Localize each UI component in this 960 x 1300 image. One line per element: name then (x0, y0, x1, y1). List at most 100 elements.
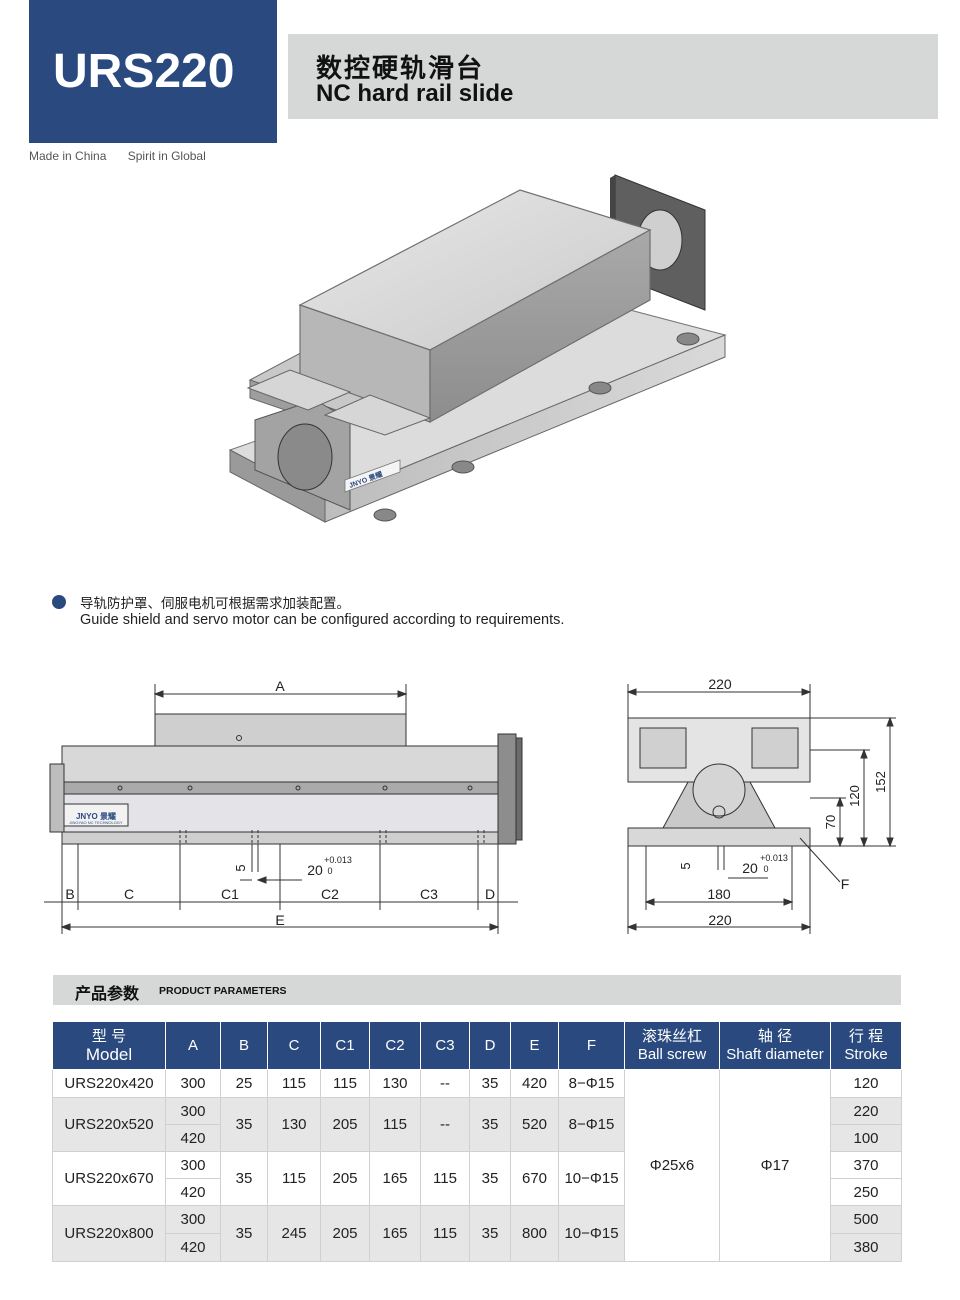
cell-b: 35 (220, 1205, 268, 1262)
cell-model: URS220x420 (52, 1069, 166, 1098)
cell-model: URS220x670 (52, 1151, 166, 1206)
cell-c3: -- (420, 1097, 470, 1152)
front-brand-sub: JINGYAO NC TECHNOLOGY (69, 820, 123, 825)
cell-a: 300 (165, 1151, 221, 1179)
cell-c1: 205 (320, 1205, 370, 1262)
side-dim-20: 20 (742, 860, 758, 876)
cell-e: 800 (510, 1205, 559, 1262)
cell-d: 35 (469, 1205, 511, 1262)
cell-c1: 115 (320, 1069, 370, 1098)
config-note-cn: 导轨防护罩、伺服电机可根据需求加装配置。 (80, 596, 350, 611)
cell-a: 300 (165, 1097, 221, 1125)
cell-shaft-diameter: Φ17 (719, 1069, 831, 1262)
cell-stroke: 220 (830, 1097, 902, 1125)
cell-d: 35 (469, 1151, 511, 1206)
product-parameters-title-en: PRODUCT PARAMETERS (159, 985, 287, 997)
cell-stroke: 370 (830, 1151, 902, 1179)
cell-c3: 115 (420, 1151, 470, 1206)
front-dim-5: 5 (233, 864, 248, 871)
front-dim-c2: C2 (321, 886, 339, 902)
front-dim-a: A (275, 678, 285, 694)
cell-b: 35 (220, 1097, 268, 1152)
cell-stroke: 120 (830, 1069, 902, 1098)
product-parameters-table: 型 号 Model A B C C1 C2 C3 D E F 滚珠丝杠 Ball… (52, 1021, 902, 1262)
model-title-block: URS220 (29, 0, 277, 143)
side-dim-220-bottom: 220 (708, 912, 732, 928)
cell-stroke: 250 (830, 1178, 902, 1206)
cell-stroke: 100 (830, 1124, 902, 1152)
side-dim-20-lower: 0 (763, 864, 768, 874)
front-dim-b: B (65, 886, 74, 902)
cell-c3: 115 (420, 1205, 470, 1262)
product-parameters-title-cn: 产品参数 (75, 986, 140, 1003)
header-f: F (558, 1021, 625, 1070)
product-title-bar: 数控硬轨滑台 NC hard rail slide (288, 34, 938, 119)
header-d: D (469, 1021, 511, 1070)
cell-c1: 205 (320, 1151, 370, 1206)
header-b: B (220, 1021, 268, 1070)
cell-stroke: 380 (830, 1233, 902, 1262)
table-row: URS220x670 300 35 115 205 165 115 35 670… (52, 1151, 902, 1206)
cell-c2: 115 (369, 1097, 421, 1152)
cell-d: 35 (469, 1069, 511, 1098)
product-parameters-bar: 产品参数 PRODUCT PARAMETERS (53, 975, 901, 1005)
front-dim-e: E (275, 912, 284, 928)
tagline-made-in: Made in China (29, 149, 107, 163)
header-shaft-diameter: 轴 径 Shaft diameter (719, 1021, 831, 1070)
table-row: URS220x520 300 35 130 205 115 -- 35 520 … (52, 1097, 902, 1152)
side-dim-180: 180 (707, 886, 731, 902)
side-dim-5: 5 (678, 862, 693, 869)
side-dim-152: 152 (873, 771, 888, 793)
cell-f: 8−Φ15 (558, 1069, 625, 1098)
cell-c2: 165 (369, 1205, 421, 1262)
side-dim-70: 70 (823, 815, 838, 829)
cell-f: 8−Φ15 (558, 1097, 625, 1152)
front-dim-c: C (124, 886, 134, 902)
front-dim-20-lower: 0 (327, 866, 332, 876)
cell-a: 420 (165, 1233, 221, 1262)
header-c2: C2 (369, 1021, 421, 1070)
cell-c3: -- (420, 1069, 470, 1098)
cell-c: 115 (267, 1069, 321, 1098)
cell-c2: 165 (369, 1151, 421, 1206)
side-dim-220-top: 220 (708, 676, 732, 692)
front-dim-c1: C1 (221, 886, 239, 902)
cell-a: 300 (165, 1205, 221, 1234)
technical-drawing: A JNYO 景耀 JINGYAO NC TECHNOLOGY 5 20 +0.… (44, 676, 896, 934)
table-row: 420 100 (53, 1124, 902, 1152)
cell-model: URS220x800 (52, 1205, 166, 1262)
cell-ball-screw: Φ25x6 (624, 1069, 720, 1262)
front-brand-label: JNYO 景耀 (76, 811, 116, 821)
cell-e: 670 (510, 1151, 559, 1206)
side-dim-120: 120 (847, 785, 862, 807)
table-row: URS220x420 300 25 115 115 130 -- 35 420 … (52, 1069, 902, 1262)
side-dim-20-upper: +0.013 (760, 853, 788, 863)
front-dim-d: D (485, 886, 495, 902)
cell-e: 520 (510, 1097, 559, 1152)
cell-stroke: 500 (830, 1205, 902, 1234)
product-title-en: NC hard rail slide (316, 80, 514, 107)
side-dim-f: F (841, 876, 850, 892)
cell-a: 300 (165, 1069, 221, 1098)
table-row: URS220x800 300 35 245 205 165 115 35 800… (52, 1205, 902, 1262)
cell-c2: 130 (369, 1069, 421, 1098)
cell-c: 130 (267, 1097, 321, 1152)
cell-f: 10−Φ15 (558, 1205, 625, 1262)
cell-b: 25 (220, 1069, 268, 1098)
header-c: C (267, 1021, 321, 1070)
front-dim-20: 20 (307, 862, 323, 878)
tagline-spirit: Spirit in Global (127, 149, 206, 163)
header-stroke: 行 程 Stroke (830, 1021, 902, 1070)
header-e: E (510, 1021, 559, 1070)
table-row: 420 380 (53, 1233, 902, 1262)
header-a: A (165, 1021, 221, 1070)
table-header-row: 型 号 Model A B C C1 C2 C3 D E F 滚珠丝杠 Ball… (52, 1021, 902, 1070)
cell-c: 115 (267, 1151, 321, 1206)
header-c3: C3 (420, 1021, 470, 1070)
cell-a: 420 (165, 1178, 221, 1206)
header-c1: C1 (320, 1021, 370, 1070)
cell-e: 420 (510, 1069, 559, 1098)
header-ball-screw: 滚珠丝杠 Ball screw (624, 1021, 720, 1070)
config-note-en: Guide shield and servo motor can be conf… (80, 612, 565, 628)
model-title: URS220 (53, 45, 235, 98)
